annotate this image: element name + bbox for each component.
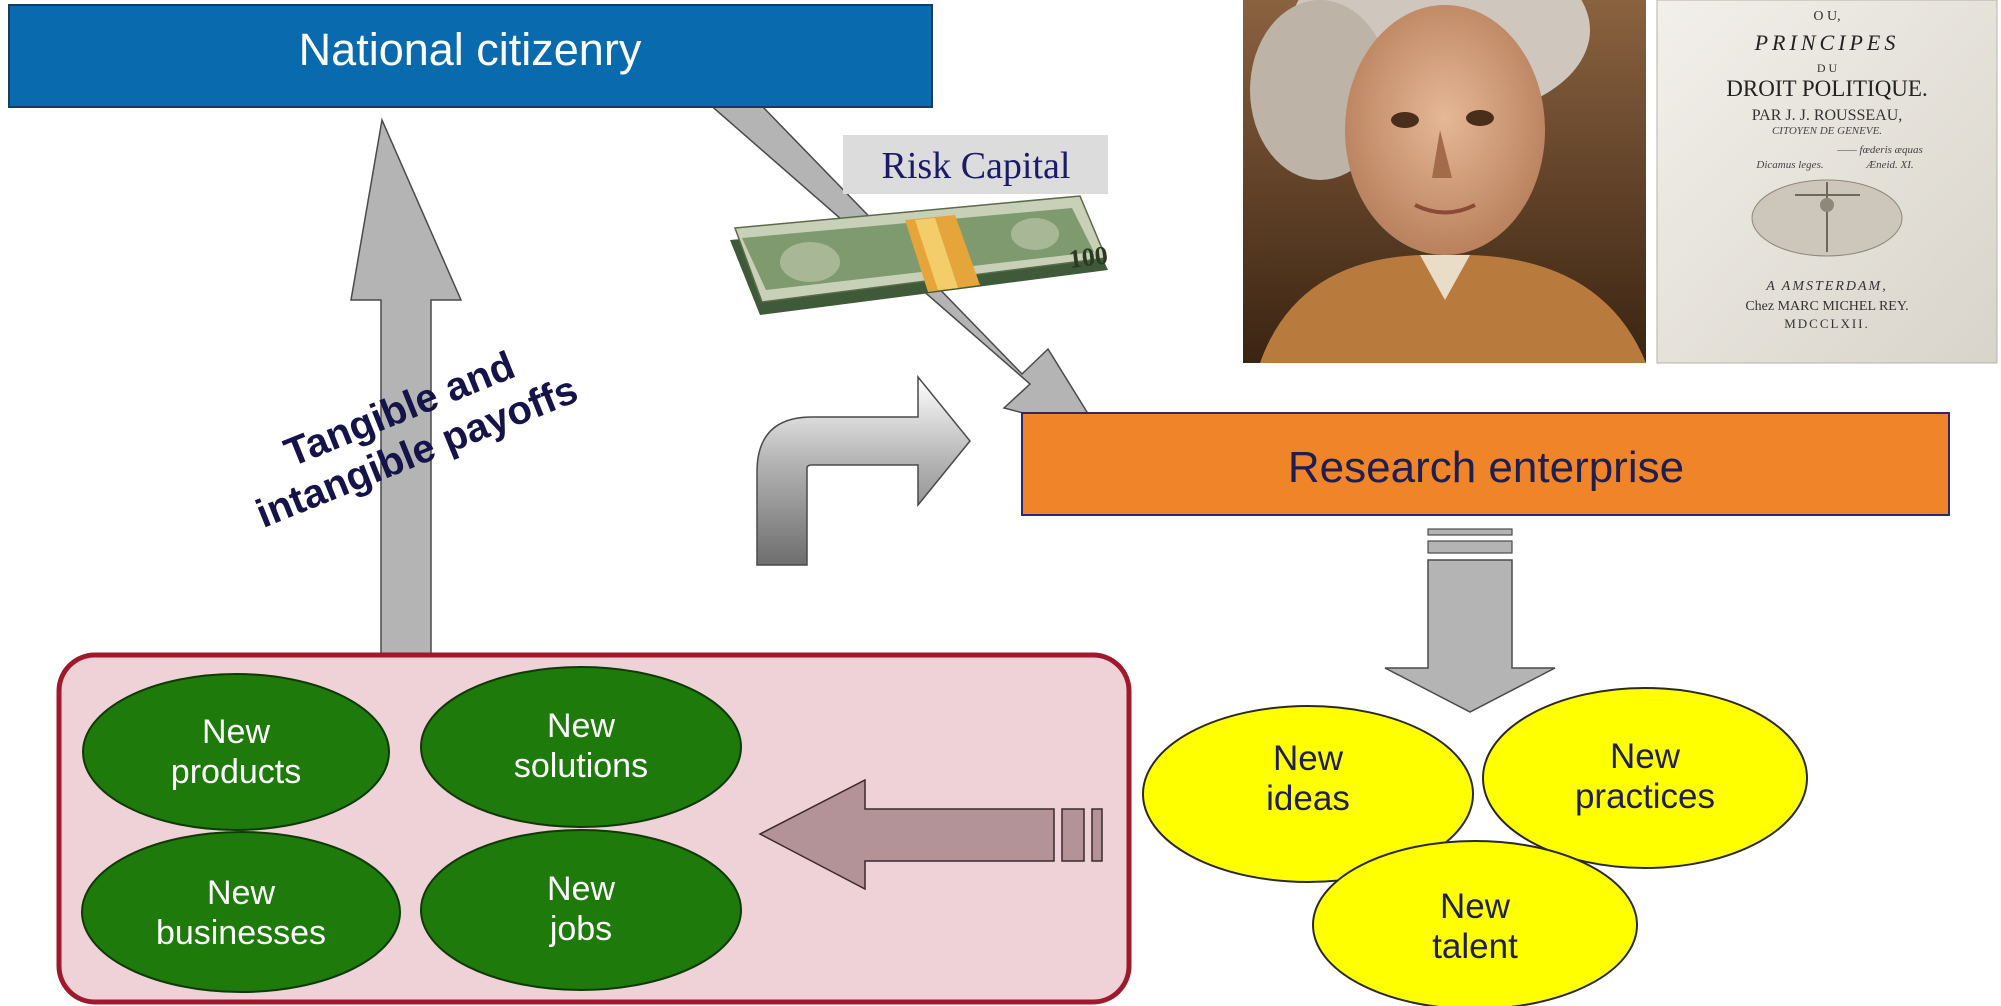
output-new-practices: New practices <box>1482 687 1808 869</box>
money-stack-icon: 100 <box>730 195 1109 315</box>
national-citizenry-box <box>8 4 933 108</box>
research-enterprise-label: Research enterprise <box>1288 443 1684 492</box>
title-line-du: D U <box>1817 61 1838 75</box>
outputs-to-outcomes-arrow <box>758 778 1103 891</box>
outcome-new-jobs: New jobs <box>420 829 742 991</box>
output-label: New <box>1273 739 1344 778</box>
outcome-new-businesses: New businesses <box>81 831 401 993</box>
risk-capital-label-bg <box>843 135 1108 194</box>
outcome-new-products: New products <box>82 673 390 831</box>
outcome-label: New <box>547 870 615 908</box>
title-line-author: PAR J. J. ROUSSEAU, <box>1752 107 1903 124</box>
research-output-arrow <box>1384 528 1556 713</box>
feedback-arrow <box>756 374 971 566</box>
title-line-motto-2: Dicamus leges. <box>1755 159 1823 171</box>
title-line-amsterdam: A AMSTERDAM, <box>1765 279 1887 294</box>
title-line-principes: PRINCIPES <box>1754 30 1900 55</box>
output-label: New <box>1610 737 1681 776</box>
title-line-ou: O U, <box>1813 9 1840 24</box>
banknote-print: 100 <box>1067 240 1109 274</box>
output-label: talent <box>1432 927 1518 966</box>
title-line-publisher: Chez MARC MICHEL REY. <box>1745 299 1908 314</box>
output-new-ideas: New ideas <box>1142 705 1474 883</box>
output-new-talent: New talent <box>1312 840 1638 1006</box>
research-enterprise-box <box>1021 412 1950 516</box>
social-contract-title-page: O U, PRINCIPES D U DROIT POLITIQUE. PAR … <box>1656 0 1998 364</box>
title-line-motto-1: —— fœderis æquas <box>1836 144 1923 156</box>
national-citizenry-label: National citizenry <box>299 24 642 75</box>
title-line-citoyen: CITOYEN DE GENEVE. <box>1772 125 1882 137</box>
output-label: practices <box>1575 777 1715 816</box>
outcome-label: solutions <box>514 747 648 785</box>
outcome-label: jobs <box>549 910 612 948</box>
rousseau-portrait <box>1243 0 1646 363</box>
outcome-label: New <box>547 707 615 745</box>
risk-capital-label: Risk Capital <box>882 145 1071 187</box>
outcome-label: New <box>202 713 270 751</box>
outcome-new-solutions: New solutions <box>420 666 742 828</box>
title-line-year: MDCCLXII. <box>1784 316 1870 331</box>
outcome-label: businesses <box>156 914 326 952</box>
title-line-droit-politique: DROIT POLITIQUE. <box>1726 76 1927 101</box>
outcome-label: New <box>207 874 275 912</box>
output-label: New <box>1440 887 1511 926</box>
title-page-engraving <box>1751 179 1903 257</box>
title-line-motto-3: Æneid. XI. <box>1865 159 1913 171</box>
output-label: ideas <box>1266 779 1350 818</box>
outcome-label: products <box>171 753 301 791</box>
